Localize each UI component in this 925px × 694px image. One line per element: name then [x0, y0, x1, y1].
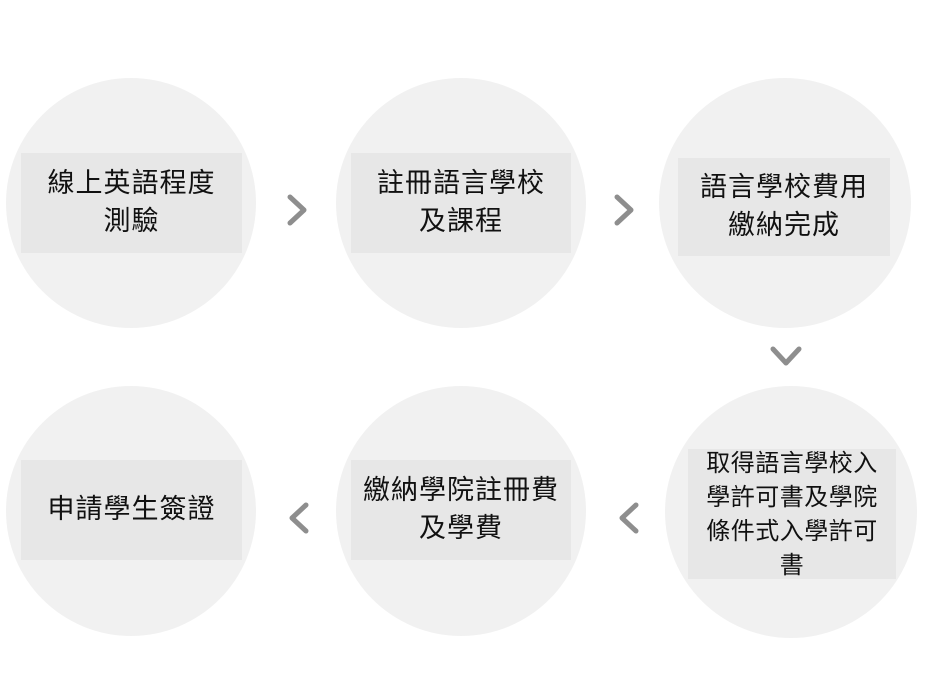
step-6-label: 申請學生簽證 — [21, 460, 242, 560]
chevron-left-icon — [279, 498, 319, 538]
chevron-right-icon — [277, 190, 317, 230]
chevron-right-icon — [604, 190, 644, 230]
step-5-label: 繳納學院註冊費 及學費 — [351, 460, 571, 560]
step-3-label: 語言學校費用 繳納完成 — [678, 158, 890, 256]
chevron-down-icon — [766, 336, 806, 376]
step-2-label: 註冊語言學校 及課程 — [351, 153, 571, 253]
step-1-label: 線上英語程度 測驗 — [21, 153, 242, 253]
chevron-left-icon — [609, 498, 649, 538]
step-4-label: 取得語言學校入 學許可書及學院 條件式入學許可 書 — [688, 449, 896, 579]
